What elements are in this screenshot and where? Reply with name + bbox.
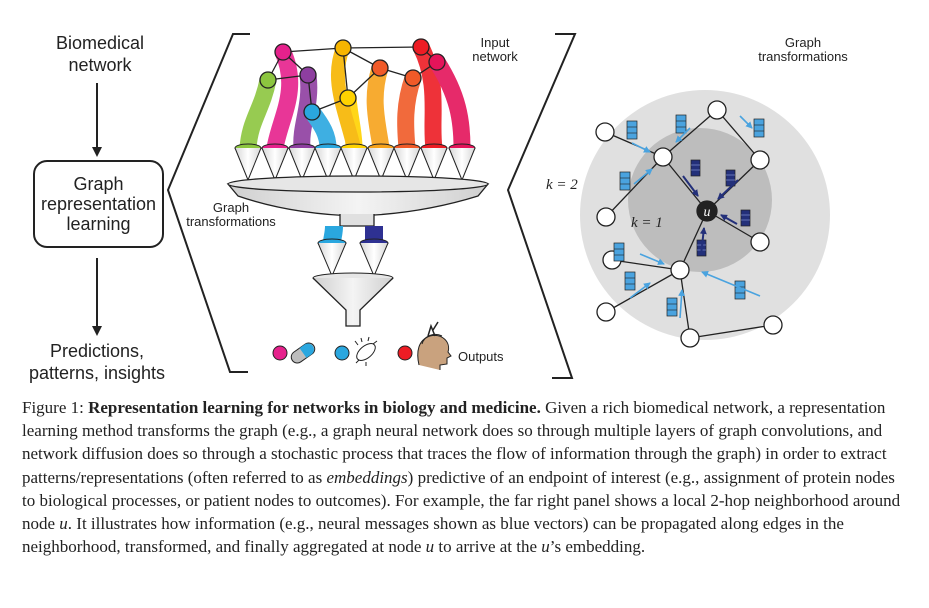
cone-8 [420,143,448,182]
nb-node-k [763,315,783,335]
neighborhood-panel: u k = 2 k = 1 [546,90,830,348]
message-vector-2 [675,114,687,134]
message-vector-4 [619,171,631,191]
net-node-4 [303,103,321,121]
caption-part2: ) predictive of an endpoint of interest … [22,467,901,534]
caption-part4: to arrive at the [434,537,542,557]
net-node-8 [404,69,422,87]
net-node-9 [412,38,430,56]
cone-9 [448,143,476,182]
outer-message-vectors [613,114,765,317]
nb-node-b [653,147,673,167]
main-funnel [226,175,490,227]
cone-2 [261,143,289,182]
funnel-graph-transformations-label: Graph transformations [176,201,286,229]
outer-message-arrows [629,115,761,319]
figure-panel: Biomedical network Graph representation … [12,32,858,384]
inner-message-arrows [682,175,739,256]
k1-label: k = 1 [631,215,663,231]
net-node-6 [334,39,352,57]
biomedical-network-line2: network [68,55,132,75]
patient-head-icon [417,321,452,370]
bottom-funnel [312,272,394,327]
net-node-5 [339,89,357,107]
caption-u1: u [59,514,68,534]
net-node-7 [371,59,389,77]
outputs-icons [272,321,452,370]
cone-7 [393,143,421,182]
graph-representation-learning-box: Graph representation learning [33,160,164,248]
nb-node-c [707,100,727,120]
predictions-line1: Predictions, [49,341,145,361]
caption-part3: . It illustrates how information (e.g., … [22,514,844,557]
net-node-1 [274,43,292,61]
message-vector-6 [624,271,636,291]
nb-node-e [596,207,616,227]
predictions-label: Predictions, patterns, insights [12,340,182,384]
grl-line2: representation [40,194,157,214]
center-node-label: u [704,205,711,220]
bacteria-icon [354,336,378,366]
funnel-gt-line1: Graph [212,200,250,215]
center-node-u [696,200,718,222]
input-network-label: Input network [460,36,530,64]
grl-line3: learning [66,214,131,234]
nb-node-a [595,122,615,142]
nb-node-i [596,302,616,322]
predictions-line2: patterns, insights [28,363,166,383]
biomedical-network-label: Biomedical network [20,32,180,76]
nb-node-g [670,260,690,280]
cone-6 [367,143,395,182]
funnel-gt-line2: transformations [186,214,276,229]
k2-label: k = 2 [546,177,578,193]
diagram-graphics: u k = 2 k = 1 [92,33,830,379]
neighborhood-nodes [595,100,783,348]
caption-part1: Given a rich biomedical network, a repre… [22,398,887,487]
nb-node-f [750,232,770,252]
net-node-10 [428,53,446,71]
capsule-icon [290,342,316,364]
figure-caption: Figure 1: Representation learning for ne… [22,396,902,558]
input-network-nodes [259,38,446,121]
output-dot-red [397,345,413,361]
right-gt-line1: Graph [784,35,822,50]
right-gt-line2: transformations [758,49,848,64]
message-vector-5 [613,242,625,262]
net-node-2 [259,71,277,89]
middle-bracket [506,33,577,379]
cone-row [234,143,476,182]
nb-node-j [680,328,700,348]
inner-vector-1 [690,159,701,177]
cone-4 [314,143,342,182]
caption-prefix: Figure 1: [22,398,89,417]
cone-3 [288,143,316,182]
message-vector-3 [753,118,765,138]
small-cones [317,238,389,278]
nb-node-d [750,150,770,170]
caption-emph: embeddings [326,467,408,487]
caption-part5: ’s embedding. [549,537,646,557]
left-bracket [166,33,250,373]
caption-u2: u [425,537,435,557]
caption-u3: u [541,537,550,557]
grl-line1: Graph [73,174,124,194]
cone-1 [234,143,262,182]
message-vector-7 [666,297,678,317]
outputs-label: Outputs [458,349,504,364]
net-node-3 [299,66,317,84]
output-pill-icon-magenta [272,345,288,361]
cone-5 [340,143,368,182]
input-network-line2: network [472,49,518,64]
right-graph-transformations-label: Graph transformations [748,36,858,64]
inner-vector-3 [740,209,751,227]
biomedical-network-line1: Biomedical [55,33,145,53]
output-dot-blue [334,345,350,361]
caption-title: Representation learning for networks in … [88,398,541,417]
input-network-line1: Input [480,35,510,50]
message-vector-1 [626,120,638,140]
